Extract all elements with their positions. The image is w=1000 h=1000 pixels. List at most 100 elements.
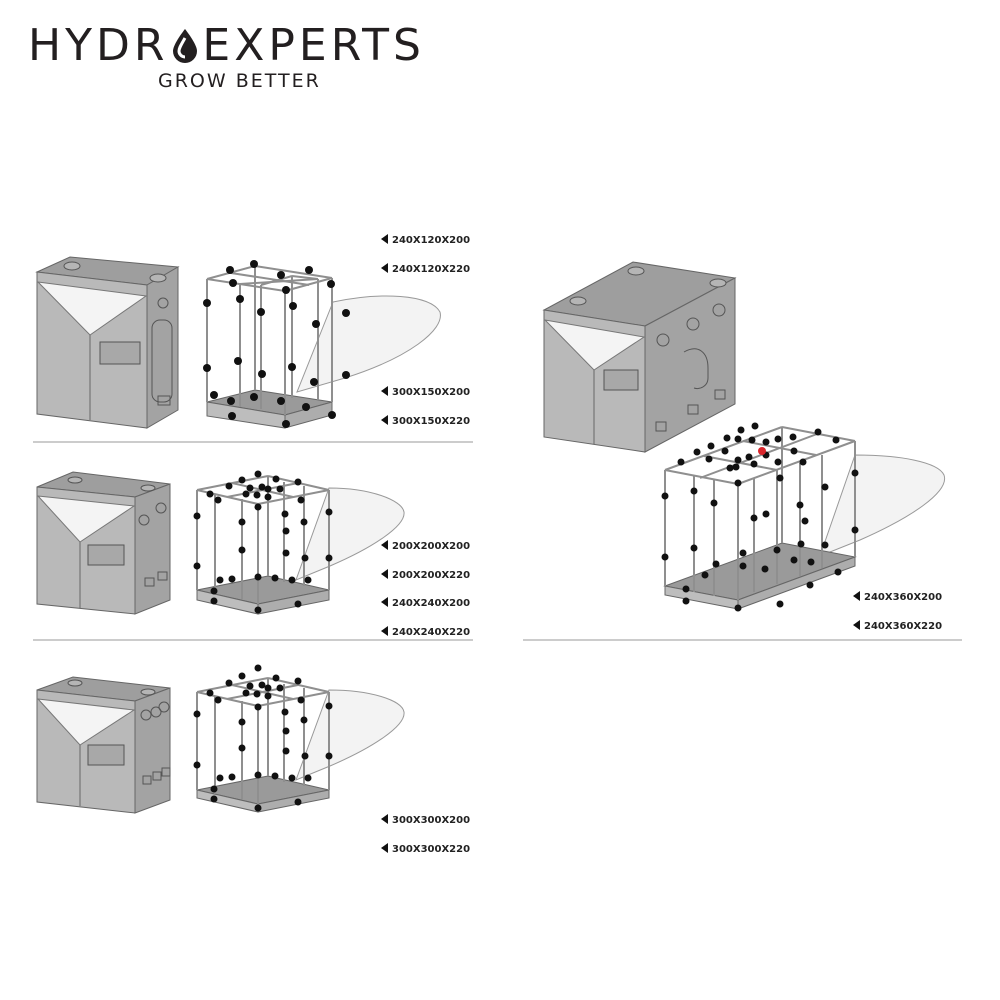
tent-vent	[67, 679, 83, 687]
tent-side-port	[655, 421, 667, 432]
connector-node-a	[210, 391, 218, 399]
tent-door-flap	[36, 281, 148, 336]
brand-name-right: EXPERTS	[202, 20, 425, 71]
connector-node-a	[277, 271, 285, 279]
connector-node-c	[257, 308, 265, 316]
tent-side-port	[157, 395, 171, 406]
connector-node-a	[282, 420, 290, 428]
frame-connector-nodes	[661, 422, 859, 612]
tent-window	[603, 369, 639, 391]
arrow-left-icon	[381, 597, 388, 607]
brand-tagline: GROW BETTER	[158, 70, 321, 92]
brand-name: HYDR EXPERTS	[28, 22, 425, 70]
tent-vent	[709, 278, 727, 288]
tent-side	[134, 483, 171, 615]
tent-side-port	[151, 319, 173, 403]
arrow-left-icon	[381, 626, 388, 636]
tent-side-port	[714, 389, 726, 400]
tent-door-flap	[36, 698, 136, 746]
connector-node-a	[328, 411, 336, 419]
tent-vent	[627, 266, 645, 276]
size-label: 240X360X200	[853, 590, 942, 603]
size-label: 240X240X220	[381, 625, 470, 638]
connector-node-k-highlight	[758, 447, 766, 455]
tent-vent	[140, 484, 156, 492]
frame-illustration-2	[193, 470, 405, 615]
tent-side-vent	[656, 333, 670, 347]
connector-node-c	[236, 295, 244, 303]
frame-illustration-3	[193, 664, 405, 813]
connector-node-a	[226, 266, 234, 274]
connector-node-c	[289, 302, 297, 310]
tent-side-port	[683, 348, 709, 389]
arrow-left-icon	[381, 814, 388, 824]
arrow-left-icon	[853, 591, 860, 601]
tent-illustration-1	[35, 256, 180, 429]
tent-illustration-3	[36, 676, 171, 814]
tent-vent	[140, 688, 156, 696]
size-label: 300X300X200	[381, 813, 470, 826]
connector-node-b	[234, 357, 242, 365]
size-label: 200X200X200	[381, 539, 470, 552]
tent-illustration-2	[36, 471, 171, 615]
size-label: 240X240X200	[381, 596, 470, 609]
connector-node-a	[228, 412, 236, 420]
tent-vent	[67, 476, 83, 484]
tent-door-flap	[543, 319, 646, 371]
tent-side	[644, 277, 736, 453]
tent-side-vent	[150, 706, 162, 718]
tent-side-vent	[686, 317, 700, 331]
tent-side	[134, 687, 171, 814]
brand-name-left: HYDR	[28, 20, 169, 71]
arrow-left-icon	[381, 569, 388, 579]
connector-node-b	[203, 364, 211, 372]
tent-door-flap	[36, 495, 136, 543]
tent-side-port	[142, 775, 152, 785]
connector-node-b	[258, 370, 266, 378]
tent-illustration-4	[542, 261, 737, 453]
arrow-left-icon	[381, 843, 388, 853]
connector-node-c	[312, 320, 320, 328]
size-label: 240X120X220	[381, 262, 470, 275]
connector-node-a	[277, 397, 285, 405]
water-drop-icon	[173, 29, 198, 63]
size-label: 300X150X220	[381, 414, 470, 427]
tent-side	[146, 266, 179, 429]
connector-node-a	[250, 393, 258, 401]
arrow-left-icon	[381, 415, 388, 425]
arrow-left-icon	[381, 263, 388, 273]
frame-connector-nodes	[193, 470, 333, 614]
connector-node-a	[229, 279, 237, 287]
frame-connector-nodes	[193, 664, 333, 812]
arrow-left-icon	[381, 386, 388, 396]
tent-side-vent	[157, 297, 169, 309]
connector-node-b	[310, 378, 318, 386]
connector-node-b	[302, 403, 310, 411]
connector-node-a	[305, 266, 313, 274]
tent-side-vent	[140, 709, 152, 721]
tent-side-port	[161, 767, 171, 777]
connector-node-b	[342, 371, 350, 379]
frame-cover-sheet	[295, 487, 405, 581]
connector-node-a	[282, 286, 290, 294]
tent-vent	[63, 261, 81, 271]
arrow-left-icon	[381, 234, 388, 244]
frame-connector-nodes	[203, 260, 350, 428]
tent-side-port	[157, 571, 168, 581]
arrow-left-icon	[853, 620, 860, 630]
frame-poles	[664, 426, 856, 600]
frame-cover-sheet	[819, 454, 946, 557]
connector-node-a	[250, 260, 258, 268]
tent-window	[87, 544, 125, 566]
tent-side-vent	[158, 701, 170, 713]
tent-vent	[149, 273, 167, 283]
size-label: 240X120X200	[381, 233, 470, 246]
size-label: 300X300X220	[381, 842, 470, 855]
connector-node-c	[342, 309, 350, 317]
connector-node-a	[327, 280, 335, 288]
size-label: 300X150X200	[381, 385, 470, 398]
tent-side-port	[144, 577, 155, 587]
brand-logo: HYDR EXPERTS GROW BETTER	[28, 22, 458, 93]
connector-node-c	[203, 299, 211, 307]
